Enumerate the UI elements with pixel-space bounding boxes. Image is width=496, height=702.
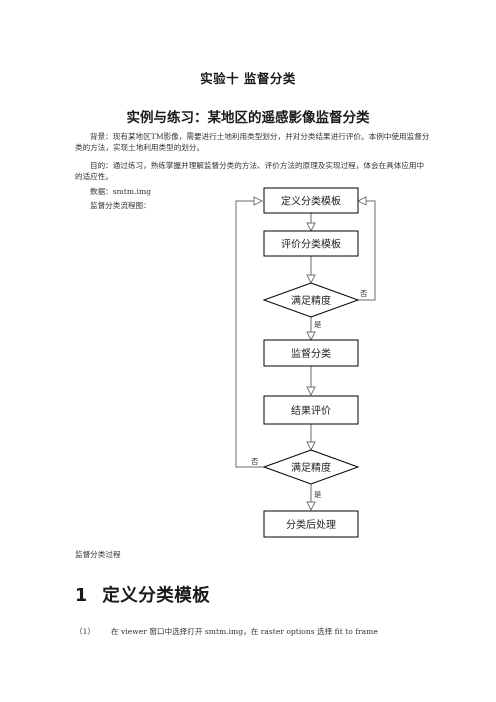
document-subtitle: 实例与练习：某地区的遥感影像监督分类: [126, 110, 370, 126]
node-accuracy-check-2-label: 满足精度: [291, 461, 331, 474]
edge-check2-no-loop: [235, 196, 264, 468]
data-line: 数据：smtm.img: [90, 187, 152, 196]
step-number: （1）: [75, 627, 96, 636]
flowchart-intro: 监督分类流程图：: [90, 201, 151, 210]
node-result-evaluation-label: 结果评价: [291, 404, 331, 417]
node-accuracy-check-1-diamond: [262, 282, 360, 318]
node-post-processing-label: 分类后处理: [286, 518, 336, 531]
flowchart-caption: 监督分类过程: [75, 550, 121, 559]
edge-label-yes-2: 是: [314, 490, 322, 499]
node-define-template-box: [263, 187, 359, 214]
edge-label-yes-1: 是: [314, 320, 322, 329]
node-post-processing-box: [263, 510, 359, 538]
document-title: 实验十 监督分类: [200, 71, 296, 86]
edge-check1-no-loop: [356, 196, 376, 301]
section-number: 1: [75, 586, 88, 606]
node-define-template-label: 定义分类模板: [281, 195, 341, 208]
node-accuracy-check-1-label: 满足精度: [291, 294, 331, 307]
purpose-paragraph: 目的：通过练习，熟练掌握并理解监督分类的方法、评价方法的原理及实现过程，体会在具…: [75, 161, 425, 182]
section-title: 定义分类模板: [102, 586, 211, 606]
node-evaluate-template-box: [263, 230, 359, 257]
node-supervised-classification-label: 监督分类: [291, 347, 331, 360]
edge-label-no-1: 否: [360, 289, 368, 298]
edge-label-no-2: 否: [251, 457, 259, 466]
step-1: （1） 在 viewer 窗口中选择打开 smtm.img，在 raster op…: [75, 626, 378, 637]
background-paragraph: 背景：现有某地区TM影像，需要进行土地利用类型划分，并对分类结果进行评价。本例中…: [75, 132, 430, 153]
node-supervised-classification-box: [263, 339, 359, 367]
node-accuracy-check-2-diamond: [262, 449, 360, 485]
node-result-evaluation-box: [263, 395, 359, 425]
step-text: 在 viewer 窗口中选择打开 smtm.img，在 raster optio…: [111, 627, 378, 636]
section-heading: 1 定义分类模板: [75, 582, 210, 607]
node-evaluate-template-label: 评价分类模板: [281, 238, 341, 251]
